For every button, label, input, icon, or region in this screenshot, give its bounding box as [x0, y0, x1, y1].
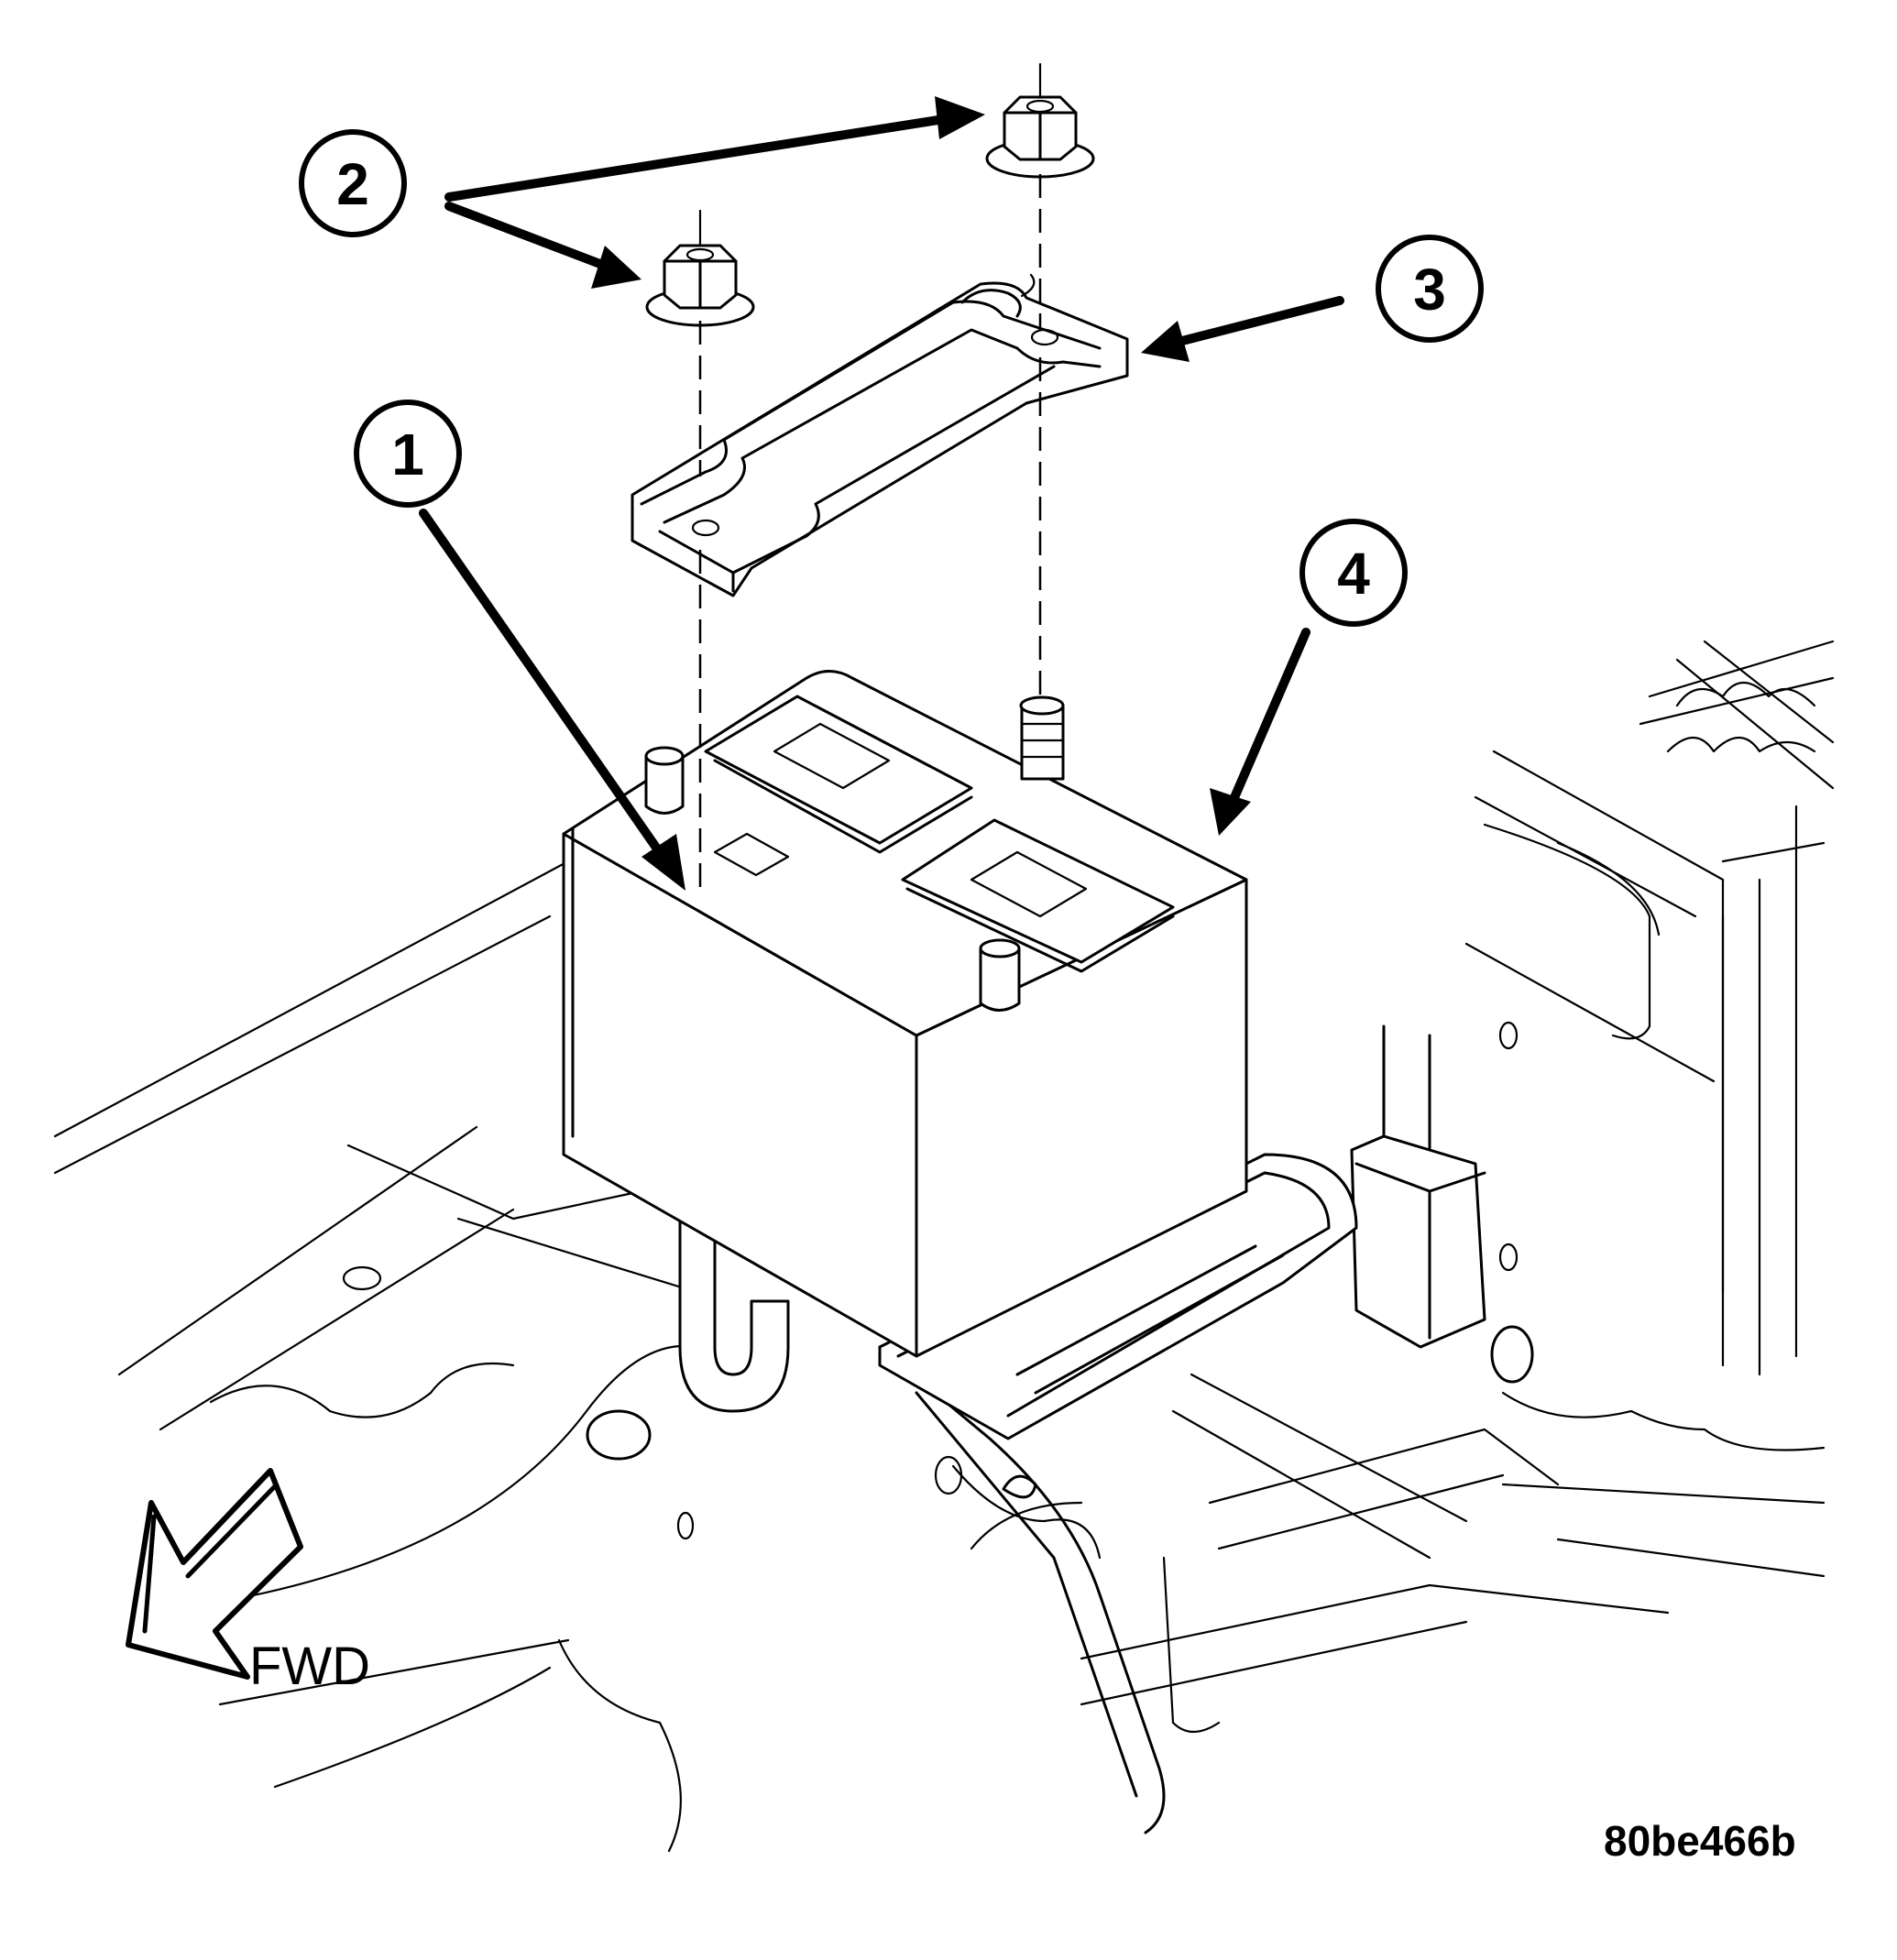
callout-4-number: 4 [1337, 541, 1370, 607]
vehicle-body-structure [53, 640, 1835, 1853]
battery-tray [878, 1153, 1358, 1440]
nut-right [985, 95, 1095, 179]
fwd-label: FWD [249, 1637, 370, 1696]
nut-left [645, 244, 755, 327]
callout-2-number: 2 [336, 151, 369, 217]
callout-4: 4 [1299, 519, 1408, 627]
battery [562, 670, 1248, 1358]
callout-3-number: 3 [1413, 257, 1446, 323]
callout-3: 3 [1376, 235, 1484, 343]
callout-1: 1 [354, 400, 462, 508]
hold-down-bracket [631, 273, 1129, 597]
callout-1-number: 1 [391, 422, 424, 487]
figure-id: 80be466b [1604, 1817, 1796, 1865]
leader-lines [419, 96, 1344, 891]
assembly-centerlines [698, 62, 1042, 889]
callout-2: 2 [299, 129, 407, 237]
forward-direction-indicator: FWD [126, 1468, 370, 1696]
